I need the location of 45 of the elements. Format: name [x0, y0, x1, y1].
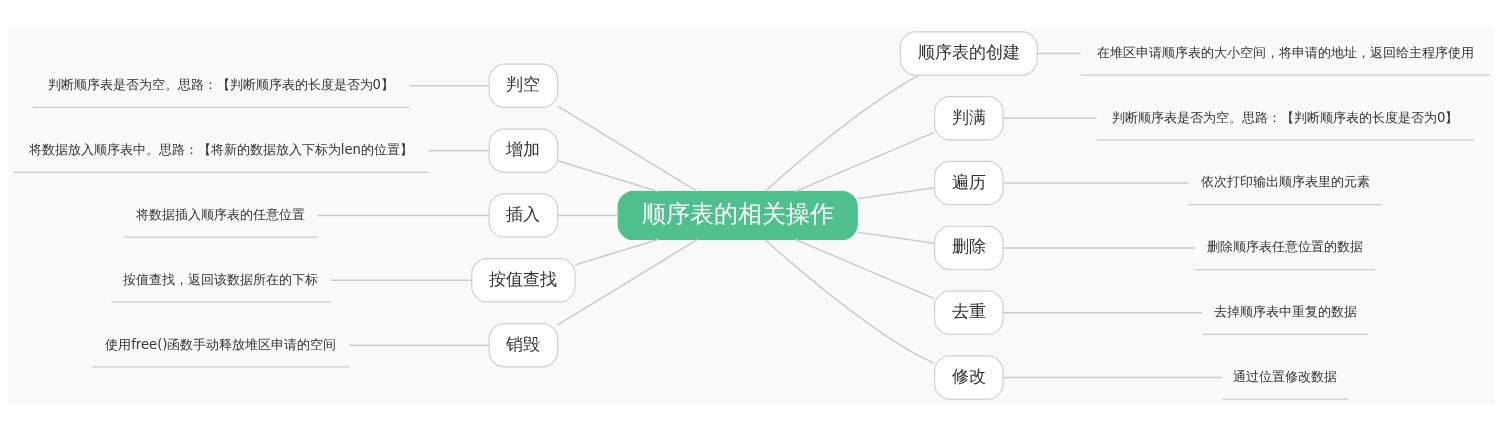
- node-text: 在堆区申请顺序表的大小空间，将申请的地址，返回给主程序使用: [1096, 44, 1474, 60]
- node-text: 判断顺序表是否为空。思路：【判断顺序表的长度是否为0】: [47, 76, 395, 92]
- connector: [1002, 376, 1223, 378]
- node-box: 销毁: [488, 322, 559, 367]
- node-text: 判断顺序表是否为空。思路：【判断顺序表的长度是否为0】: [1111, 109, 1459, 125]
- node-box: 插入: [488, 192, 559, 238]
- node-box: 删除: [934, 225, 1004, 270]
- connector: [428, 149, 490, 151]
- connector: [1002, 246, 1196, 249]
- connector: [794, 131, 936, 192]
- connector: [348, 343, 490, 346]
- connector: [408, 84, 490, 87]
- connector: [856, 231, 936, 244]
- connector: [1002, 181, 1190, 184]
- node-text: 通过位置修改数据: [1233, 368, 1338, 384]
- node-text: 使用free()函数手动释放堆区申请的空间: [105, 336, 337, 352]
- node-text: 删除顺序表任意位置的数据: [1207, 238, 1364, 254]
- node-text: 将数据插入顺序表的任意位置: [136, 206, 306, 222]
- node-box: 按值查找: [471, 257, 576, 303]
- node-box: 去重: [934, 290, 1004, 335]
- node-text: 依次打印输出顺序表里的元素: [1200, 173, 1370, 189]
- node-text: 去掉顺序表中重复的数据: [1213, 303, 1357, 319]
- node-text: 按值查找，返回该数据所在的下标: [123, 271, 319, 287]
- connector: [574, 238, 659, 266]
- connector: [856, 186, 936, 199]
- node-box: 判满: [934, 95, 1004, 140]
- connector: [556, 104, 698, 192]
- connector: [764, 238, 936, 364]
- node-text: 将数据放入顺序表中。思路：【将新的数据放入下标为len的位置】: [28, 141, 413, 157]
- node-box: 增加: [488, 127, 559, 173]
- connector: [317, 214, 490, 216]
- connector: [1002, 116, 1098, 119]
- node-box: 修改: [934, 354, 1004, 400]
- node-box: 顺序表的创建: [899, 30, 1038, 76]
- node-box: 顺序表的相关操作: [617, 190, 858, 240]
- connector: [556, 238, 698, 326]
- connector: [794, 238, 936, 299]
- node-box: 遍历: [934, 160, 1004, 205]
- connector: [330, 279, 473, 281]
- node-box: 判空: [488, 63, 559, 108]
- connector: [1036, 52, 1082, 54]
- connector: [556, 214, 619, 216]
- connector: [556, 159, 659, 192]
- connector: [1002, 311, 1203, 314]
- connector: [764, 73, 920, 192]
